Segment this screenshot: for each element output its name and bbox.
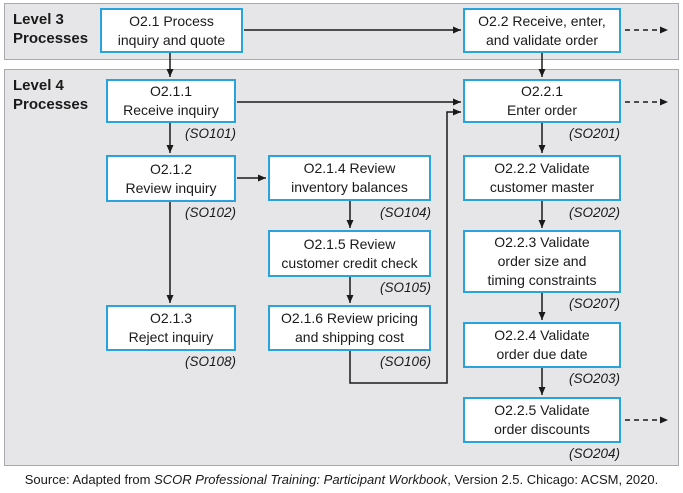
process-box-o212: O2.1.2 Review inquiry [106,155,236,202]
process-box-o216-label: O2.1.6 Review pricing and shipping cost [281,310,418,345]
process-box-o221-label: O2.2.1 Enter order [506,83,578,118]
process-box-o211: O2.1.1 Receive inquiry [106,79,236,123]
process-box-o22: O2.2 Receive, enter, and validate order [463,8,621,53]
process-box-o214: O2.1.4 Review inventory balances [268,155,431,201]
process-box-o214-label: O2.1.4 Review inventory balances [291,160,408,195]
process-box-o223-label: O2.2.3 Validate order size and timing co… [487,234,597,288]
process-box-o22-label: O2.2 Receive, enter, and validate order [478,12,606,48]
connector-o216-to-o221-elbow [349,108,461,384]
process-ref-so202: (SO202) [568,205,620,220]
process-box-o21: O2.1 Process inquiry and quote [100,8,243,53]
process-ref-so102: (SO102) [184,205,236,220]
process-box-o222: O2.2.2 Validate customer master [463,155,621,201]
process-box-o224: O2.2.4 Validate order due date [463,322,621,368]
level3-band-label: Level 3 Processes [13,11,89,47]
process-box-o216: O2.1.6 Review pricing and shipping cost [268,305,431,351]
source-citation-prefix: Source: Adapted from [24,472,155,487]
process-ref-so203: (SO203) [568,371,620,386]
process-box-o212-label: O2.1.2 Review inquiry [125,160,217,196]
process-box-o225-label: O2.2.5 Validate order discounts [494,402,590,437]
process-box-o222-label: O2.2.2 Validate customer master [489,160,595,195]
process-ref-so108: (SO108) [184,354,236,369]
source-citation-title: SCOR Professional Training: Participant … [154,472,448,487]
process-ref-so105: (SO105) [379,280,431,295]
process-box-o213-label: O2.1.3 Reject inquiry [128,310,214,345]
process-ref-so201: (SO201) [568,126,620,141]
process-box-o215-label: O2.1.5 Review customer credit check [281,235,418,271]
source-citation: Source: Adapted from SCOR Professional T… [0,472,683,487]
process-box-o213: O2.1.3 Reject inquiry [106,305,236,351]
process-ref-so106: (SO106) [379,354,431,369]
process-ref-so101: (SO101) [184,126,236,141]
process-ref-so207: (SO207) [568,296,620,311]
process-box-o211-label: O2.1.1 Receive inquiry [123,83,219,118]
process-box-o215: O2.1.5 Review customer credit check [268,230,431,277]
source-citation-suffix: , Version 2.5. Chicago: ACSM, 2020. [447,472,659,487]
process-box-o225: O2.2.5 Validate order discounts [463,397,621,443]
process-ref-so204: (SO204) [568,446,620,461]
process-ref-so104: (SO104) [379,205,431,220]
level4-band-label: Level 4 Processes [13,77,89,113]
process-box-o224-label: O2.2.4 Validate order due date [494,327,590,362]
process-box-o221: O2.2.1 Enter order [463,79,621,123]
process-box-o21-label: O2.1 Process inquiry and quote [117,12,226,48]
process-box-o223: O2.2.3 Validate order size and timing co… [463,230,621,293]
